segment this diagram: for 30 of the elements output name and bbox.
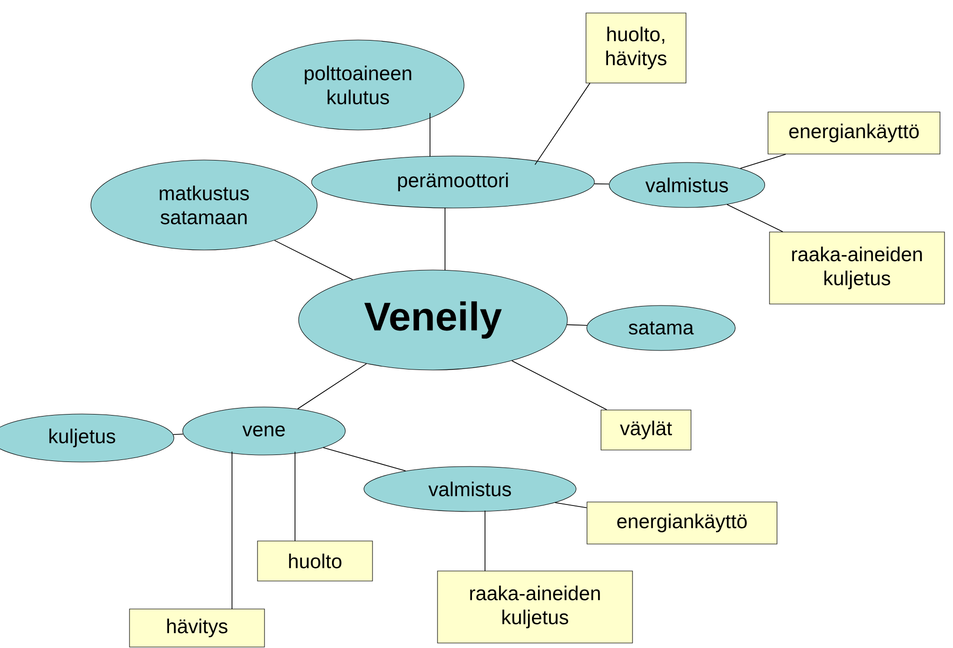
connector-line	[534, 82, 590, 166]
connector-line	[554, 502, 588, 508]
ellipse-node: matkustus satamaan	[90, 160, 318, 250]
connector-line	[726, 204, 784, 232]
text-box: energiankäyttö	[586, 502, 778, 544]
ellipse-node: perämoottori	[311, 156, 595, 208]
connector-line	[444, 207, 446, 271]
text-box: energiankäyttö	[768, 112, 940, 154]
text-box: raaka-aineiden kuljetus	[437, 570, 633, 644]
text-box: hävitys	[129, 608, 265, 648]
connector-line	[297, 363, 367, 410]
connector-line	[484, 510, 486, 572]
connector-line	[294, 451, 296, 542]
connector-line	[566, 324, 588, 326]
ellipse-node: valmistus	[364, 466, 576, 512]
connector-line	[594, 183, 610, 184]
connector-line	[512, 360, 608, 410]
connector-line	[322, 447, 406, 472]
text-box: huolto	[257, 540, 373, 582]
connector-line	[274, 240, 354, 280]
ellipse-node: Veneily	[298, 270, 568, 370]
connector-line	[740, 154, 786, 169]
ellipse-node: valmistus	[608, 162, 766, 208]
ellipse-node: satama	[586, 305, 736, 351]
ellipse-node: vene	[182, 406, 346, 456]
connector-line	[172, 434, 184, 435]
text-box: väylät	[600, 410, 692, 450]
text-box: huolto, hävitys	[586, 12, 686, 84]
ellipse-node: polttoaineen kulutus	[252, 40, 464, 130]
text-box: raaka-aineiden kuljetus	[769, 232, 945, 304]
